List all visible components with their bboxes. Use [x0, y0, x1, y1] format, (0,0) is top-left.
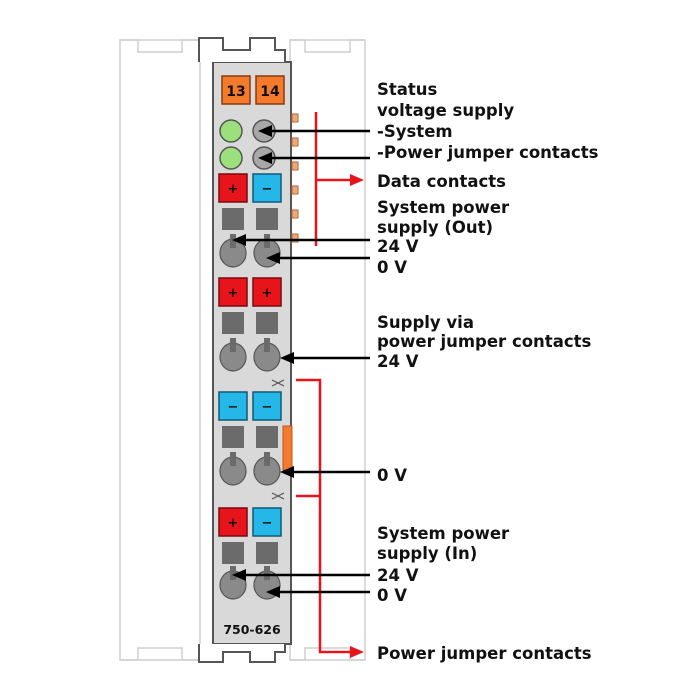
- terminal-sign: −: [228, 400, 239, 415]
- system-out-line-2: supply (Out): [377, 218, 493, 237]
- terminal-row-4: + −: [218, 507, 282, 600]
- system-in-0v: 0 V: [377, 586, 407, 605]
- status-line-1: Status: [377, 80, 438, 99]
- status-line-3: -System: [377, 122, 453, 141]
- zero-v-label: 0 V: [377, 466, 407, 485]
- terminal-row-2: + +: [218, 277, 282, 372]
- data-contacts-bracket: [314, 112, 352, 246]
- data-contacts-label: Data contacts: [377, 172, 506, 191]
- led-number-13-text: 13: [226, 84, 245, 100]
- supply-via-24v: 24 V: [377, 352, 419, 371]
- supply-via-label: Supply via power jumper contacts 24 V: [377, 313, 591, 371]
- supply-via-line-2: power jumper contacts: [377, 332, 591, 351]
- power-jumper-bracket: [296, 378, 352, 654]
- status-label: Status voltage supply -System -Power jum…: [377, 80, 599, 162]
- system-in-line-1: System power: [377, 524, 510, 543]
- supply-via-line-1: Supply via: [377, 313, 474, 332]
- terminal-sign: −: [262, 400, 273, 415]
- data-contacts-arrowhead: [350, 174, 364, 186]
- system-out-0v: 0 V: [377, 258, 407, 277]
- terminal-sign: −: [262, 182, 273, 197]
- terminal-sign: +: [228, 286, 239, 301]
- system-out-label: System power supply (Out) 24 V 0 V: [377, 198, 510, 277]
- led-number-14-text: 14: [260, 84, 280, 100]
- led-number-14: 14: [255, 75, 285, 105]
- neighbour-outline: [119, 39, 366, 661]
- terminal-sign: +: [262, 286, 273, 301]
- led-number-13: 13: [221, 75, 251, 105]
- power-jumper-label: Power jumper contacts: [377, 644, 592, 663]
- terminal-sign: +: [228, 516, 239, 531]
- terminal-sign: −: [262, 516, 273, 531]
- power-jumper-arrowhead: [350, 646, 364, 658]
- system-in-label: System power supply (In) 24 V 0 V: [377, 524, 510, 605]
- terminal-sign: +: [228, 182, 239, 197]
- status-line-2: voltage supply: [377, 101, 514, 120]
- black-arrows: [232, 125, 370, 598]
- system-in-24v: 24 V: [377, 566, 419, 585]
- status-line-4: -Power jumper contacts: [377, 143, 599, 162]
- system-out-24v: 24 V: [377, 237, 419, 256]
- model-number: 750-626: [223, 622, 281, 637]
- system-in-line-2: supply (In): [377, 544, 477, 563]
- system-out-line-1: System power: [377, 198, 510, 217]
- terminal-row-3: − −: [218, 391, 282, 486]
